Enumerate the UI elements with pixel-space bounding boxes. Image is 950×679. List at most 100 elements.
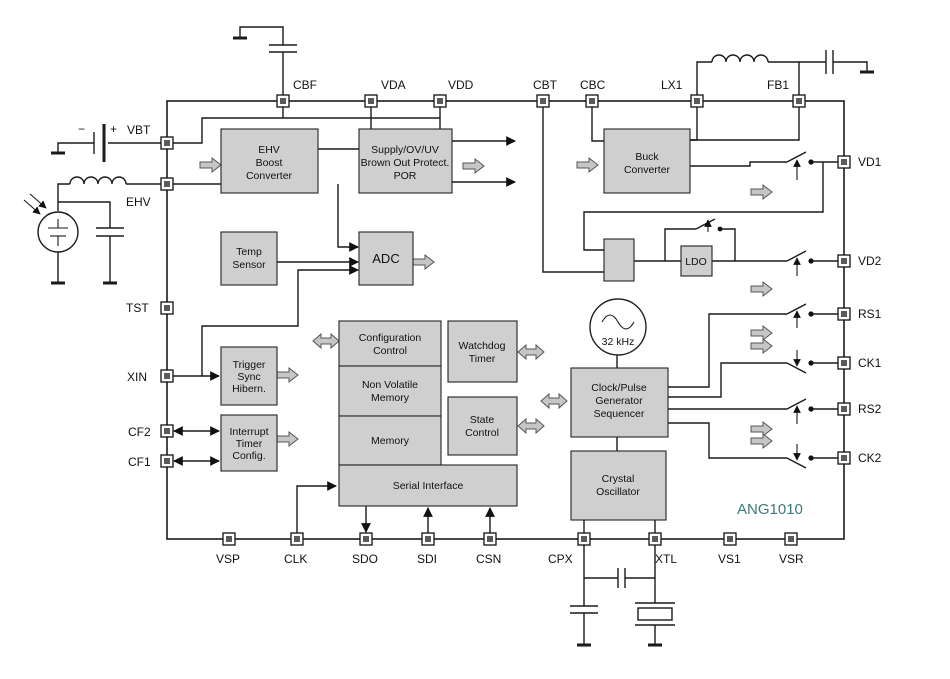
block-arrows bbox=[199, 156, 773, 450]
pin-label-sdo: SDO bbox=[352, 552, 378, 566]
pin-rs2-pad bbox=[837, 402, 851, 416]
pin-vsp-pad bbox=[222, 532, 236, 546]
watchdog-timer-block: Watchdog Timer bbox=[447, 320, 518, 383]
pin-rs1-pad bbox=[837, 307, 851, 321]
configuration-control-block: Configuration Control bbox=[338, 320, 442, 367]
switch-control-arrows bbox=[704, 159, 801, 461]
pin-label-vd2: VD2 bbox=[858, 254, 882, 268]
pin-label-cbt: CBT bbox=[533, 78, 558, 92]
pin-cf2-pad bbox=[160, 424, 174, 438]
pin-cf1-pad bbox=[160, 454, 174, 468]
pin-label-cbf: CBF bbox=[293, 78, 317, 92]
ldo-block: LDO bbox=[680, 245, 713, 277]
state-line-1: State bbox=[470, 414, 495, 426]
pin-cbf-pad bbox=[276, 94, 290, 108]
pin-label-vbt: VBT bbox=[127, 123, 151, 137]
config-line-2: Control bbox=[373, 345, 407, 357]
ehv-line-3: Converter bbox=[246, 170, 293, 182]
pin-label-cf1: CF1 bbox=[128, 455, 151, 469]
pin-label-csn: CSN bbox=[476, 552, 501, 566]
oscillator-32khz: 32 kHz bbox=[589, 298, 647, 356]
pin-ehv-pad bbox=[160, 177, 174, 191]
clock-generator-block: Clock/Pulse Generator Sequencer bbox=[570, 367, 669, 438]
battery-minus: − bbox=[78, 122, 85, 136]
temp-line-2: Sensor bbox=[232, 259, 266, 271]
pin-xin-pad bbox=[160, 369, 174, 383]
trigger-sync-block: Trigger Sync Hibern. bbox=[220, 346, 278, 406]
supply-block: Supply/OV/UV Brown Out Protect. POR bbox=[358, 128, 453, 194]
pin-label-vs1: VS1 bbox=[718, 552, 741, 566]
pin-label-vd1: VD1 bbox=[858, 155, 882, 169]
watchdog-line-1: Watchdog bbox=[459, 340, 506, 352]
pin-vsr-pad bbox=[784, 532, 798, 546]
ehv-harvester-circuit bbox=[23, 176, 167, 285]
lx1-inductor-fb1-capacitor bbox=[696, 50, 874, 101]
battery: − + bbox=[51, 122, 167, 162]
pin-ck1-pad bbox=[837, 356, 851, 370]
pin-sdi-pad bbox=[421, 532, 435, 546]
clock-line-2: Generator bbox=[595, 395, 643, 407]
clock-line-3: Sequencer bbox=[594, 408, 645, 420]
pin-tst-pad bbox=[160, 301, 174, 315]
crystal-external-circuit bbox=[570, 539, 675, 647]
cbf-external-capacitor bbox=[233, 26, 297, 101]
adc-label: ADC bbox=[372, 251, 399, 266]
non-volatile-memory-block: Non Volatile Memory bbox=[338, 365, 442, 417]
crystal-oscillator-block: Crystal Oscillator bbox=[570, 450, 667, 521]
pin-pads bbox=[160, 94, 851, 546]
chip-name: ANG1010 bbox=[737, 501, 803, 518]
junction-dots bbox=[717, 159, 814, 461]
pin-vda-pad bbox=[364, 94, 378, 108]
pin-ck2-pad bbox=[837, 451, 851, 465]
trigger-line-3: Hibern. bbox=[232, 383, 266, 395]
serial-interface-block: Serial Interface bbox=[338, 464, 518, 507]
pin-label-rs1: RS1 bbox=[858, 307, 882, 321]
interrupt-line-3: Config. bbox=[232, 450, 265, 462]
pin-csn-pad bbox=[483, 532, 497, 546]
crystal-line-2: Oscillator bbox=[596, 486, 640, 498]
pin-label-cbc: CBC bbox=[580, 78, 606, 92]
selector-block bbox=[603, 238, 635, 282]
nvm-line-2: Memory bbox=[371, 392, 410, 404]
pin-label-lx1: LX1 bbox=[661, 78, 683, 92]
trigger-line-2: Sync bbox=[237, 371, 260, 383]
buck-line-2: Converter bbox=[624, 164, 671, 176]
temp-line-1: Temp bbox=[236, 246, 262, 258]
pin-label-vda: VDA bbox=[381, 78, 406, 92]
pin-label-rs2: RS2 bbox=[858, 402, 882, 416]
supply-line-1: Supply/OV/UV bbox=[371, 144, 439, 156]
ehv-line-2: Boost bbox=[256, 157, 283, 169]
pin-labels: CBF VDA VDD CBT CBC LX1 FB1 VBT EHV TST … bbox=[126, 78, 882, 566]
pin-vdd-pad bbox=[433, 94, 447, 108]
watchdog-line-2: Timer bbox=[469, 353, 496, 365]
interrupt-line-1: Interrupt bbox=[229, 426, 268, 438]
pin-vbt-pad bbox=[160, 136, 174, 150]
trigger-line-1: Trigger bbox=[233, 359, 266, 371]
supply-line-2: Brown Out Protect. bbox=[361, 157, 450, 169]
pin-lx1-pad bbox=[690, 94, 704, 108]
pin-vs1-pad bbox=[723, 532, 737, 546]
memory-block: Memory bbox=[338, 415, 442, 466]
serial-label: Serial Interface bbox=[393, 480, 464, 492]
pin-label-ck2: CK2 bbox=[858, 451, 882, 465]
pin-label-vsr: VSR bbox=[779, 552, 804, 566]
adc-block: ADC bbox=[358, 231, 414, 286]
temp-sensor-block: Temp Sensor bbox=[220, 231, 278, 286]
pin-fb1-pad bbox=[792, 94, 806, 108]
buck-converter-block: Buck Converter bbox=[603, 128, 691, 194]
pin-clk-pad bbox=[290, 532, 304, 546]
pin-label-clk: CLK bbox=[284, 552, 307, 566]
interrupt-timer-block: Interrupt Timer Config. bbox=[220, 414, 278, 472]
interrupt-line-2: Timer bbox=[236, 438, 263, 450]
pin-label-xtl: XTL bbox=[655, 552, 677, 566]
pin-label-xin: XIN bbox=[127, 370, 147, 384]
config-line-1: Configuration bbox=[359, 332, 422, 344]
pin-label-cpx: CPX bbox=[548, 552, 573, 566]
crystal-line-1: Crystal bbox=[602, 473, 635, 485]
supply-line-3: POR bbox=[394, 170, 417, 182]
pin-label-tst: TST bbox=[126, 301, 149, 315]
clock-line-1: Clock/Pulse bbox=[591, 382, 647, 394]
pin-sdo-pad bbox=[359, 532, 373, 546]
pin-label-vsp: VSP bbox=[216, 552, 240, 566]
